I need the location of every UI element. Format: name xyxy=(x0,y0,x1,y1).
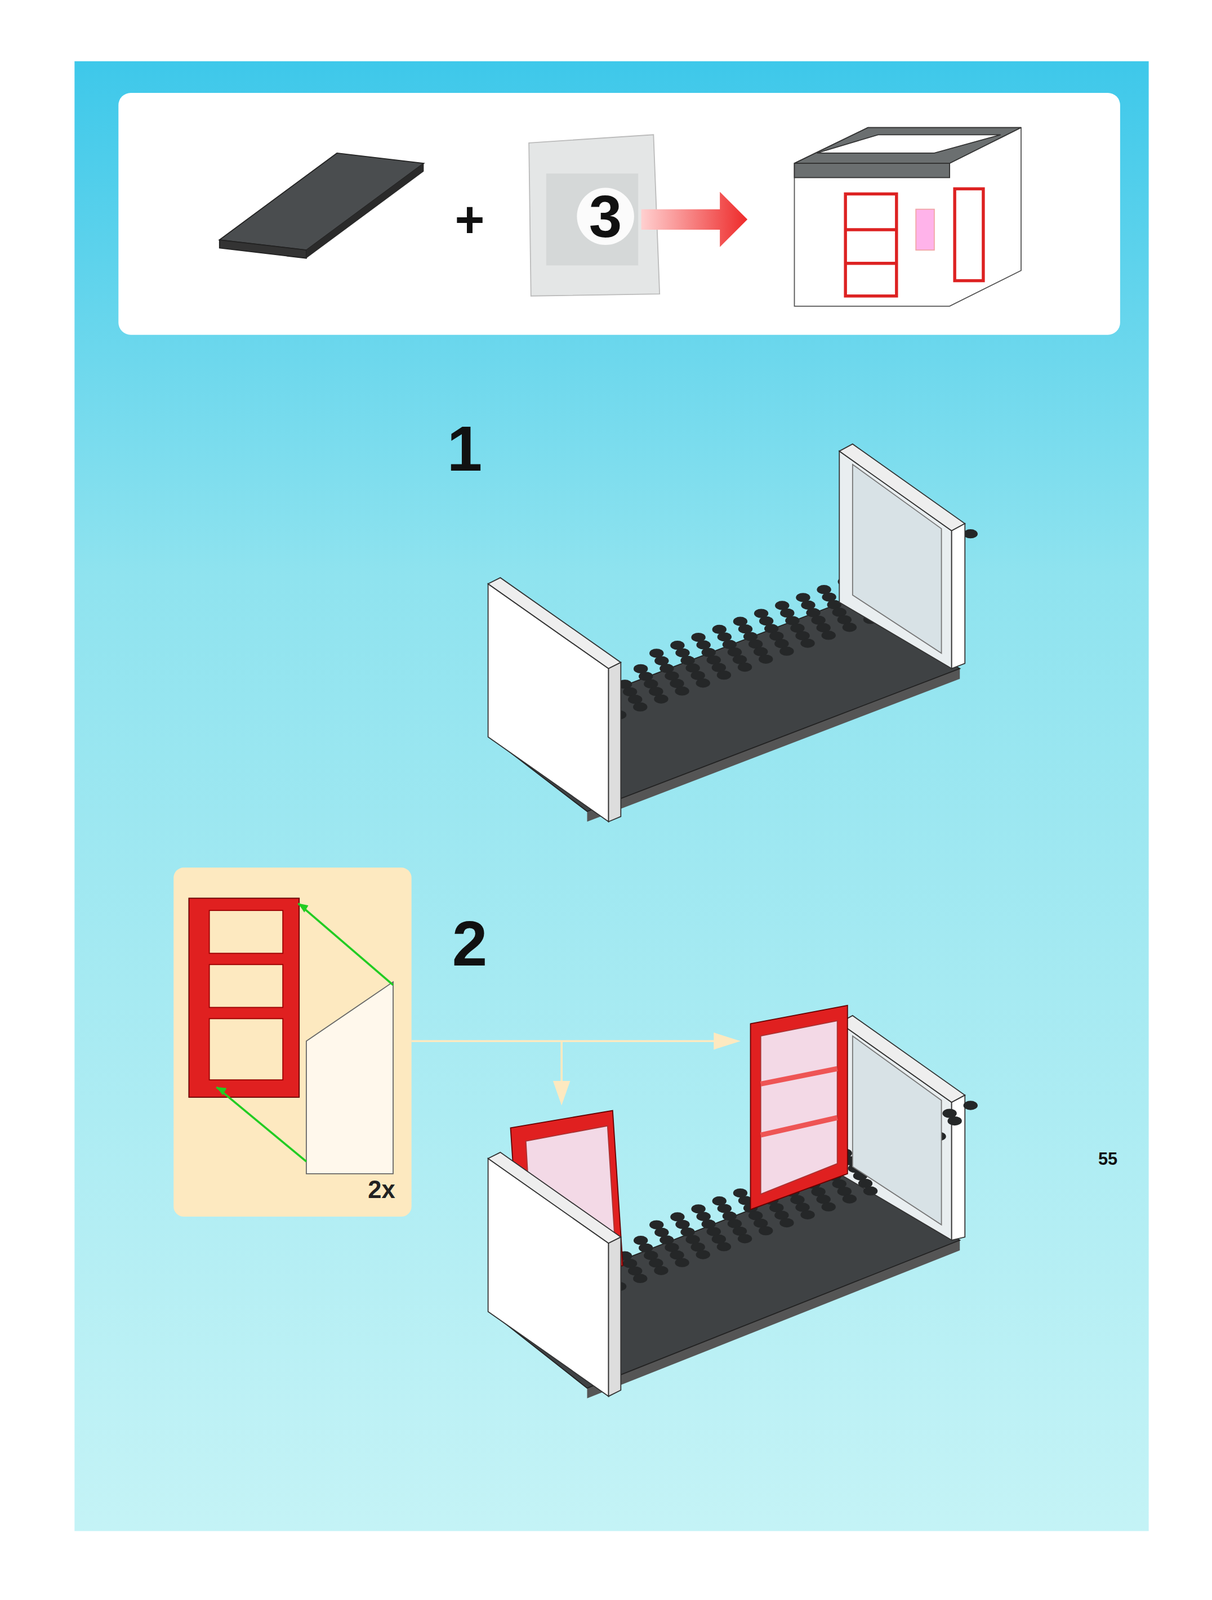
callout-box: 2x xyxy=(173,867,412,1218)
window-right xyxy=(750,1005,848,1211)
step-number: 2 xyxy=(452,912,488,977)
callout-panel xyxy=(173,867,412,1218)
step1-model xyxy=(488,444,978,823)
background-panel xyxy=(74,61,1149,1532)
result-arrow xyxy=(641,192,748,248)
step2-model xyxy=(488,1005,978,1399)
quantity-label: 2x xyxy=(367,1178,395,1203)
finished-building xyxy=(794,127,1022,307)
leader-line xyxy=(411,1034,738,1103)
parts-bag xyxy=(528,134,660,296)
bag-number: 3 xyxy=(589,186,622,247)
parts-panel xyxy=(118,92,1121,336)
plus-sign: + xyxy=(454,193,485,245)
base-plate xyxy=(219,153,425,259)
step-number: 1 xyxy=(447,417,483,481)
callout-parts xyxy=(188,898,394,1175)
page-number: 55 xyxy=(1098,1150,1118,1168)
